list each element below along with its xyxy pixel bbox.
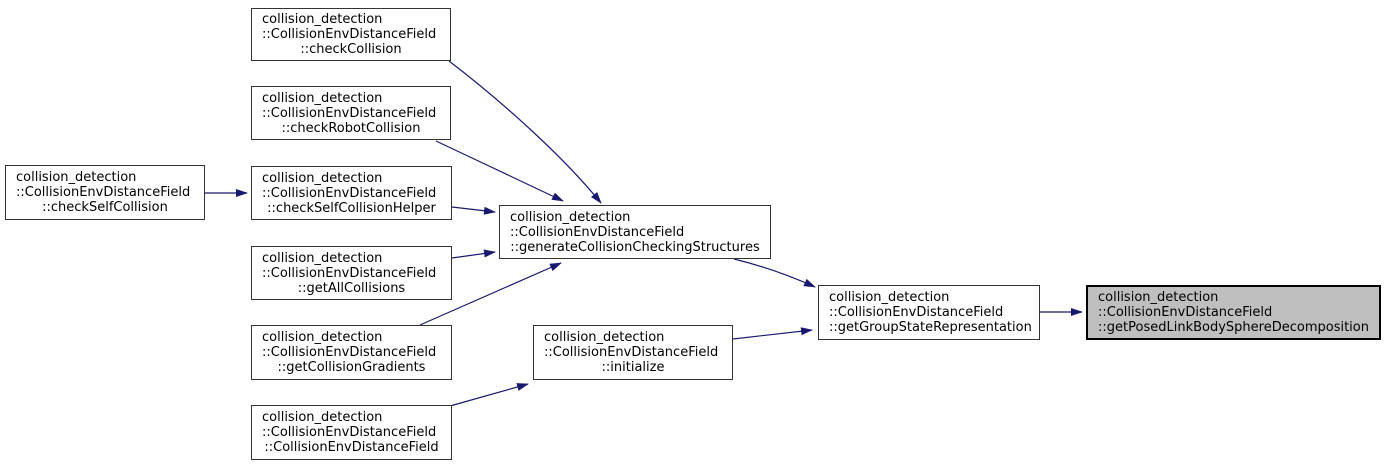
- node-label-line: ::getAllCollisions: [297, 280, 406, 296]
- graph-node-initialize[interactable]: collision_detection::CollisionEnvDistanc…: [533, 325, 733, 380]
- node-label-line: ::CollisionEnvDistanceField: [262, 345, 437, 360]
- graph-node-get-posed-link-body-sphere-decomposition: collision_detection::CollisionEnvDistanc…: [1086, 285, 1381, 340]
- node-label-line: ::CollisionEnvDistanceField: [510, 224, 685, 240]
- node-label-line: collision_detection: [1098, 290, 1219, 305]
- node-label-line: ::CollisionEnvDistanceField: [829, 305, 1004, 320]
- graph-node-check-self-collision-helper[interactable]: collision_detection::CollisionEnvDistanc…: [251, 166, 452, 220]
- graph-node-collision-env-distance-field-constructor[interactable]: collision_detection::CollisionEnvDistanc…: [251, 405, 452, 460]
- edge-get-all-collisions--to--generate-collision-checking-structures: [451, 249, 496, 259]
- node-label-line: collision_detection: [544, 330, 665, 345]
- node-label-line: ::initialize: [601, 360, 665, 375]
- node-label-line: collision_detection: [262, 330, 383, 345]
- node-label-line: collision_detection: [262, 90, 383, 106]
- node-label-line: ::CollisionEnvDistanceField: [262, 27, 437, 42]
- node-label-line: ::getCollisionGradients: [277, 360, 426, 375]
- node-label-line: ::CollisionEnvDistanceField: [262, 425, 437, 440]
- node-label-line: ::CollisionEnvDistanceField: [262, 265, 437, 281]
- node-label-line: ::checkSelfCollisionHelper: [267, 200, 436, 216]
- node-label-line: collision_detection: [262, 410, 383, 425]
- node-label-line: ::CollisionEnvDistanceField: [264, 440, 439, 455]
- node-label-line: ::CollisionEnvDistanceField: [544, 345, 719, 360]
- graph-node-check-collision[interactable]: collision_detection::CollisionEnvDistanc…: [251, 8, 451, 61]
- node-label-line: ::checkSelfCollision: [42, 200, 168, 215]
- edge-generate-collision-checking-structures--to--get-group-state-representation: [733, 258, 816, 288]
- node-label-line: ::checkCollision: [300, 42, 402, 57]
- node-label-line: collision_detection: [262, 250, 383, 266]
- edge-check-robot-collision--to--generate-collision-checking-structures: [435, 140, 564, 202]
- node-label-line: collision_detection: [829, 290, 950, 305]
- edge-collision-env-distance-field-constructor--to--initialize: [449, 383, 529, 407]
- node-label-line: ::generateCollisionCheckingStructures: [510, 239, 760, 255]
- node-label-line: ::CollisionEnvDistanceField: [1098, 305, 1273, 320]
- graph-node-get-all-collisions[interactable]: collision_detection::CollisionEnvDistanc…: [251, 246, 452, 300]
- edge-initialize--to--get-group-state-representation: [732, 327, 813, 340]
- node-label-line: collision_detection: [262, 170, 383, 186]
- graph-node-get-group-state-representation[interactable]: collision_detection::CollisionEnvDistanc…: [818, 285, 1040, 340]
- graph-node-check-self-collision[interactable]: collision_detection::CollisionEnvDistanc…: [5, 165, 205, 220]
- graph-node-generate-collision-checking-structures[interactable]: collision_detection::CollisionEnvDistanc…: [499, 205, 771, 259]
- node-label-line: ::CollisionEnvDistanceField: [16, 185, 191, 200]
- graph-node-get-collision-gradients[interactable]: collision_detection::CollisionEnvDistanc…: [251, 325, 452, 380]
- node-label-line: ::getPosedLinkBodySphereDecomposition: [1098, 320, 1369, 335]
- node-label-line: ::checkRobotCollision: [281, 120, 421, 136]
- node-label-line: collision_detection: [262, 12, 383, 27]
- edge-check-collision--to--generate-collision-checking-structures: [448, 60, 602, 204]
- node-label-line: collision_detection: [16, 170, 137, 185]
- node-label-line: collision_detection: [510, 209, 631, 225]
- node-label-line: ::CollisionEnvDistanceField: [262, 105, 437, 121]
- graph-node-check-robot-collision[interactable]: collision_detection::CollisionEnvDistanc…: [251, 86, 451, 140]
- node-label-line: ::CollisionEnvDistanceField: [262, 185, 437, 201]
- node-label-line: ::getGroupStateRepresentation: [829, 320, 1032, 335]
- edge-check-self-collision-helper--to--generate-collision-checking-structures: [451, 206, 496, 215]
